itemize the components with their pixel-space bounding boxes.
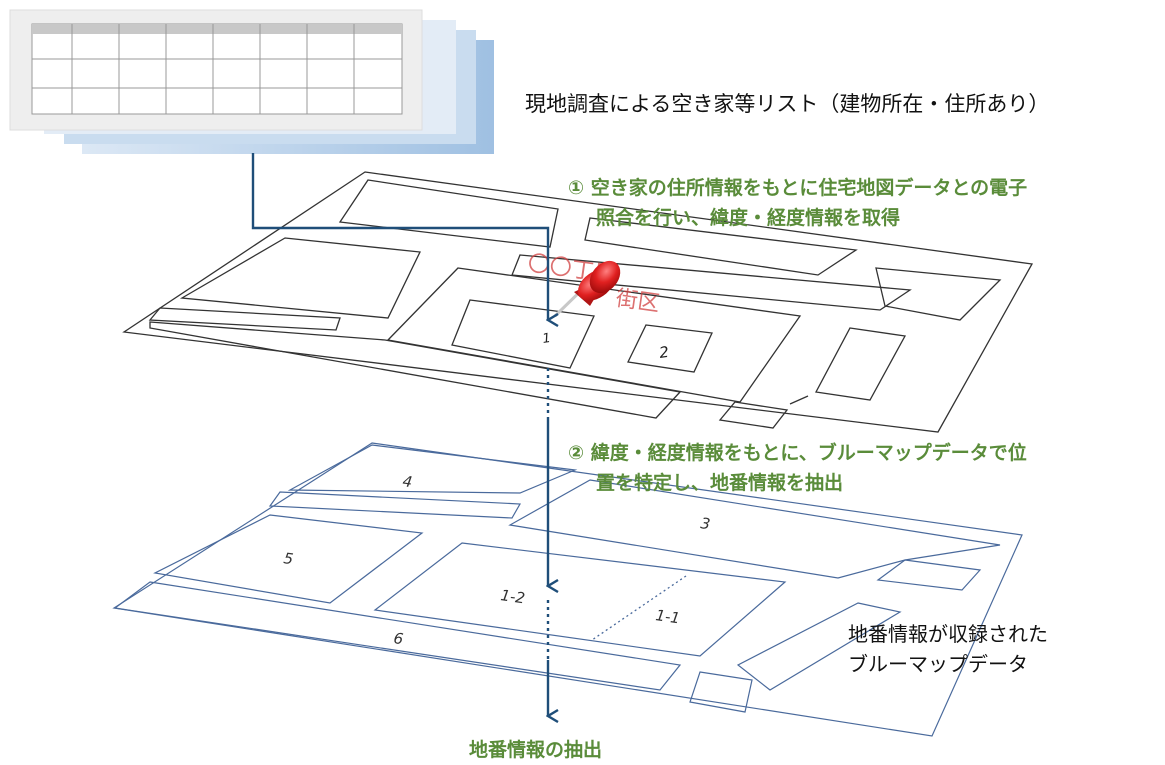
blue-map-lot-6-label: 6 — [392, 629, 404, 648]
house-map-road-strip — [148, 307, 341, 331]
blue-map-strip-a — [268, 491, 522, 519]
step-2-line-1: ② 緯度・経度情報をもとに、ブルーマップデータで位 — [568, 442, 1027, 464]
house-map-lot-1-label: 1 — [541, 331, 551, 347]
blue-map-lot-3-outline — [508, 479, 1001, 579]
house-map-lot-1 — [451, 299, 595, 369]
house-map-main-block — [386, 267, 802, 403]
list-caption: 現地調査による空き家等リスト（建物所在・住所あり） — [525, 92, 1050, 116]
house-map-block-f — [718, 401, 789, 429]
list-table — [31, 23, 403, 115]
house-map-block-c — [179, 237, 421, 319]
blue-map-lot-3-label: 3 — [699, 514, 711, 533]
house-map-road-edge — [789, 395, 809, 405]
blue-map-lot-5-label: 5 — [282, 549, 294, 568]
list-table-header — [32, 24, 402, 34]
step-2-line-2: 置を特定し、地番情報を抽出 — [596, 472, 844, 494]
blue-map — [112, 442, 1023, 737]
list-table-grid — [32, 24, 402, 114]
house-map-block-d — [875, 267, 1002, 321]
blue-map-caption-line-1: 地番情報が収録された — [848, 622, 1048, 646]
blue-map-lot-1-2-label: 1-2 — [499, 586, 526, 607]
blue-map-lot-4-label: 4 — [401, 472, 413, 491]
blue-map-side-road — [736, 602, 902, 691]
flow-arrow-segment-1 — [251, 153, 548, 320]
blue-map-lot-6-outline — [113, 581, 682, 691]
blue-map-caption-line-2: ブルーマップデータ — [848, 652, 1028, 676]
step-1-line-1: ① 空き家の住所情報をもとに住宅地図データとの電子 — [568, 177, 1028, 199]
result-caption: 地番情報の抽出 — [469, 739, 603, 761]
house-map-border — [122, 171, 1034, 433]
house-map-block-a — [338, 179, 559, 248]
blue-map-lot-5-outline — [153, 514, 424, 604]
blue-map-lot-4-outline — [287, 444, 578, 494]
pin-head — [589, 260, 621, 294]
step-1-line-2: 照合を行い、緯度・経度情報を取得 — [596, 207, 901, 229]
house-map-street — [511, 254, 912, 311]
blue-map-small-lot — [689, 671, 753, 713]
blue-map-corner-lot — [876, 559, 982, 591]
blue-map-border — [112, 442, 1023, 737]
house-map-lot-2-label: 2 — [658, 343, 670, 362]
blue-map-block-1 — [373, 542, 787, 657]
blue-map-lot-1-1-label: 1-1 — [654, 606, 681, 627]
house-map-block-suffix: 街区 — [614, 286, 661, 317]
house-map-block-e — [814, 327, 907, 401]
house-map-road — [149, 321, 682, 419]
house-map-block-b — [584, 217, 858, 276]
spreadsheet-stack-icon — [9, 9, 494, 154]
push-pin-icon — [553, 260, 621, 318]
house-map-lot-2 — [627, 324, 713, 373]
house-map — [122, 171, 1034, 433]
blue-map-lot-divider — [591, 575, 687, 641]
flow-arrow — [251, 153, 548, 716]
